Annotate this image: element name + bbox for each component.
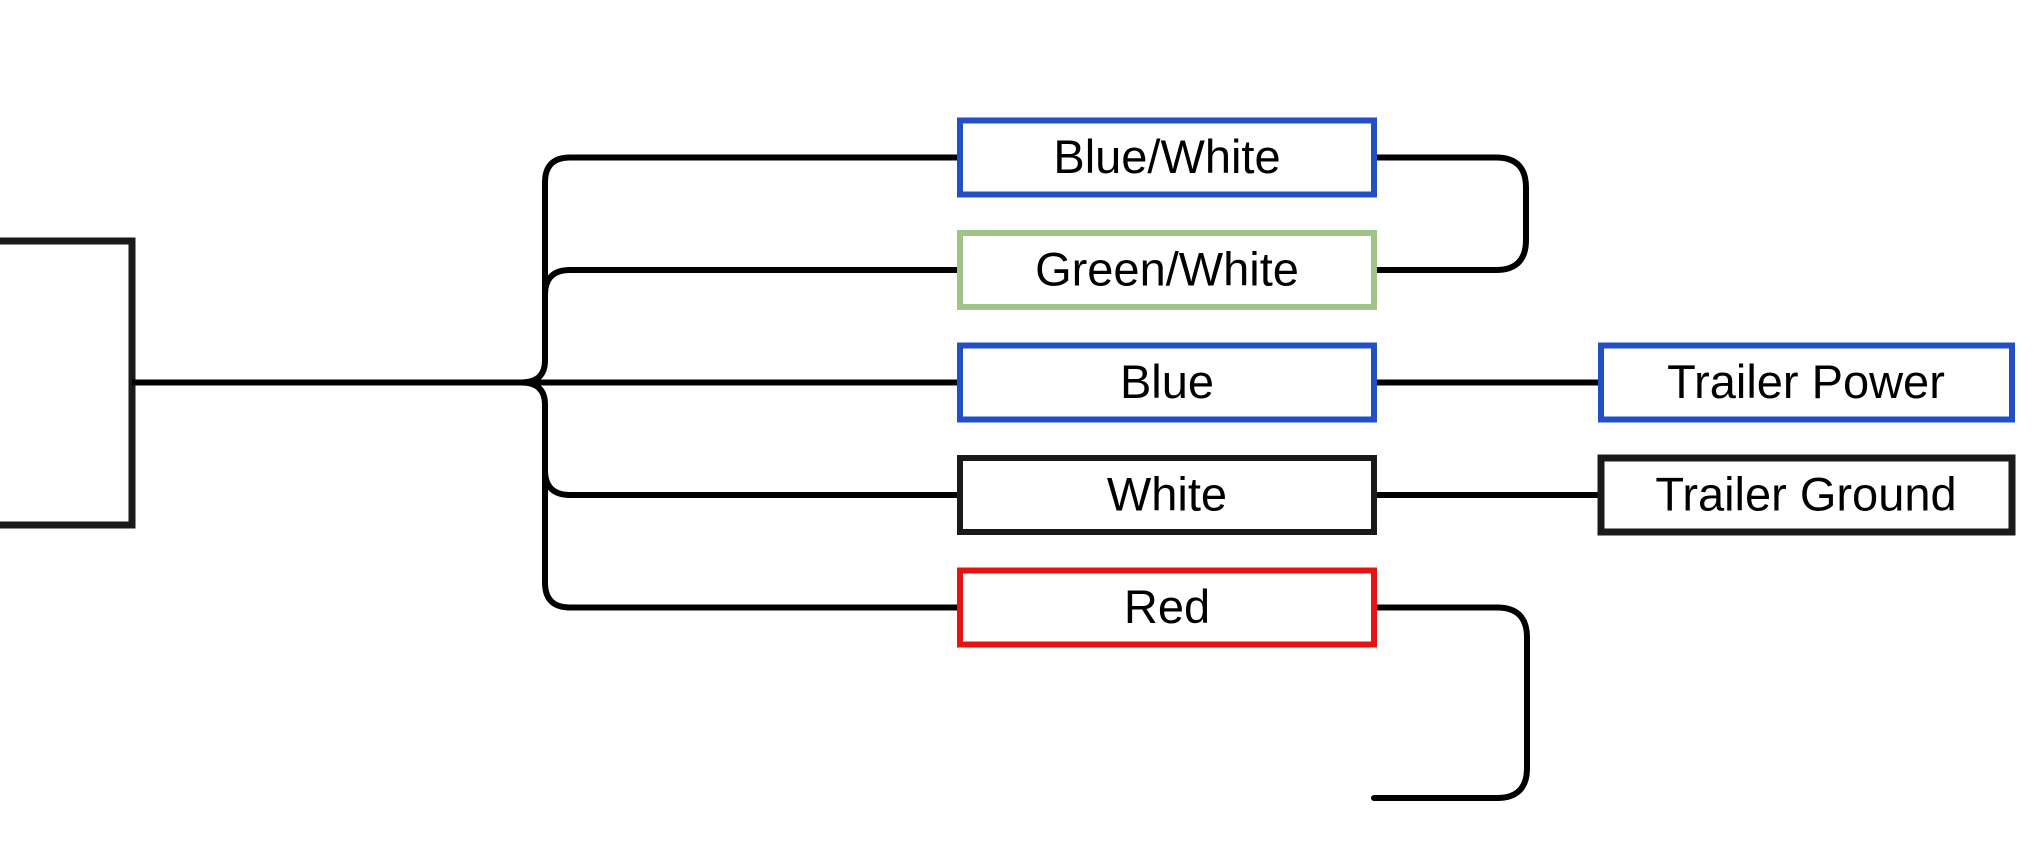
svg-text:Red: Red — [1124, 580, 1210, 633]
svg-text:Blue: Blue — [1120, 355, 1214, 408]
svg-text:White: White — [1107, 468, 1227, 521]
svg-text:Green/White: Green/White — [1035, 243, 1299, 296]
svg-text:Trailer Ground: Trailer Ground — [1655, 468, 1956, 521]
svg-text:Trailer Power: Trailer Power — [1667, 355, 1945, 408]
svg-text:Blue/White: Blue/White — [1053, 130, 1280, 183]
